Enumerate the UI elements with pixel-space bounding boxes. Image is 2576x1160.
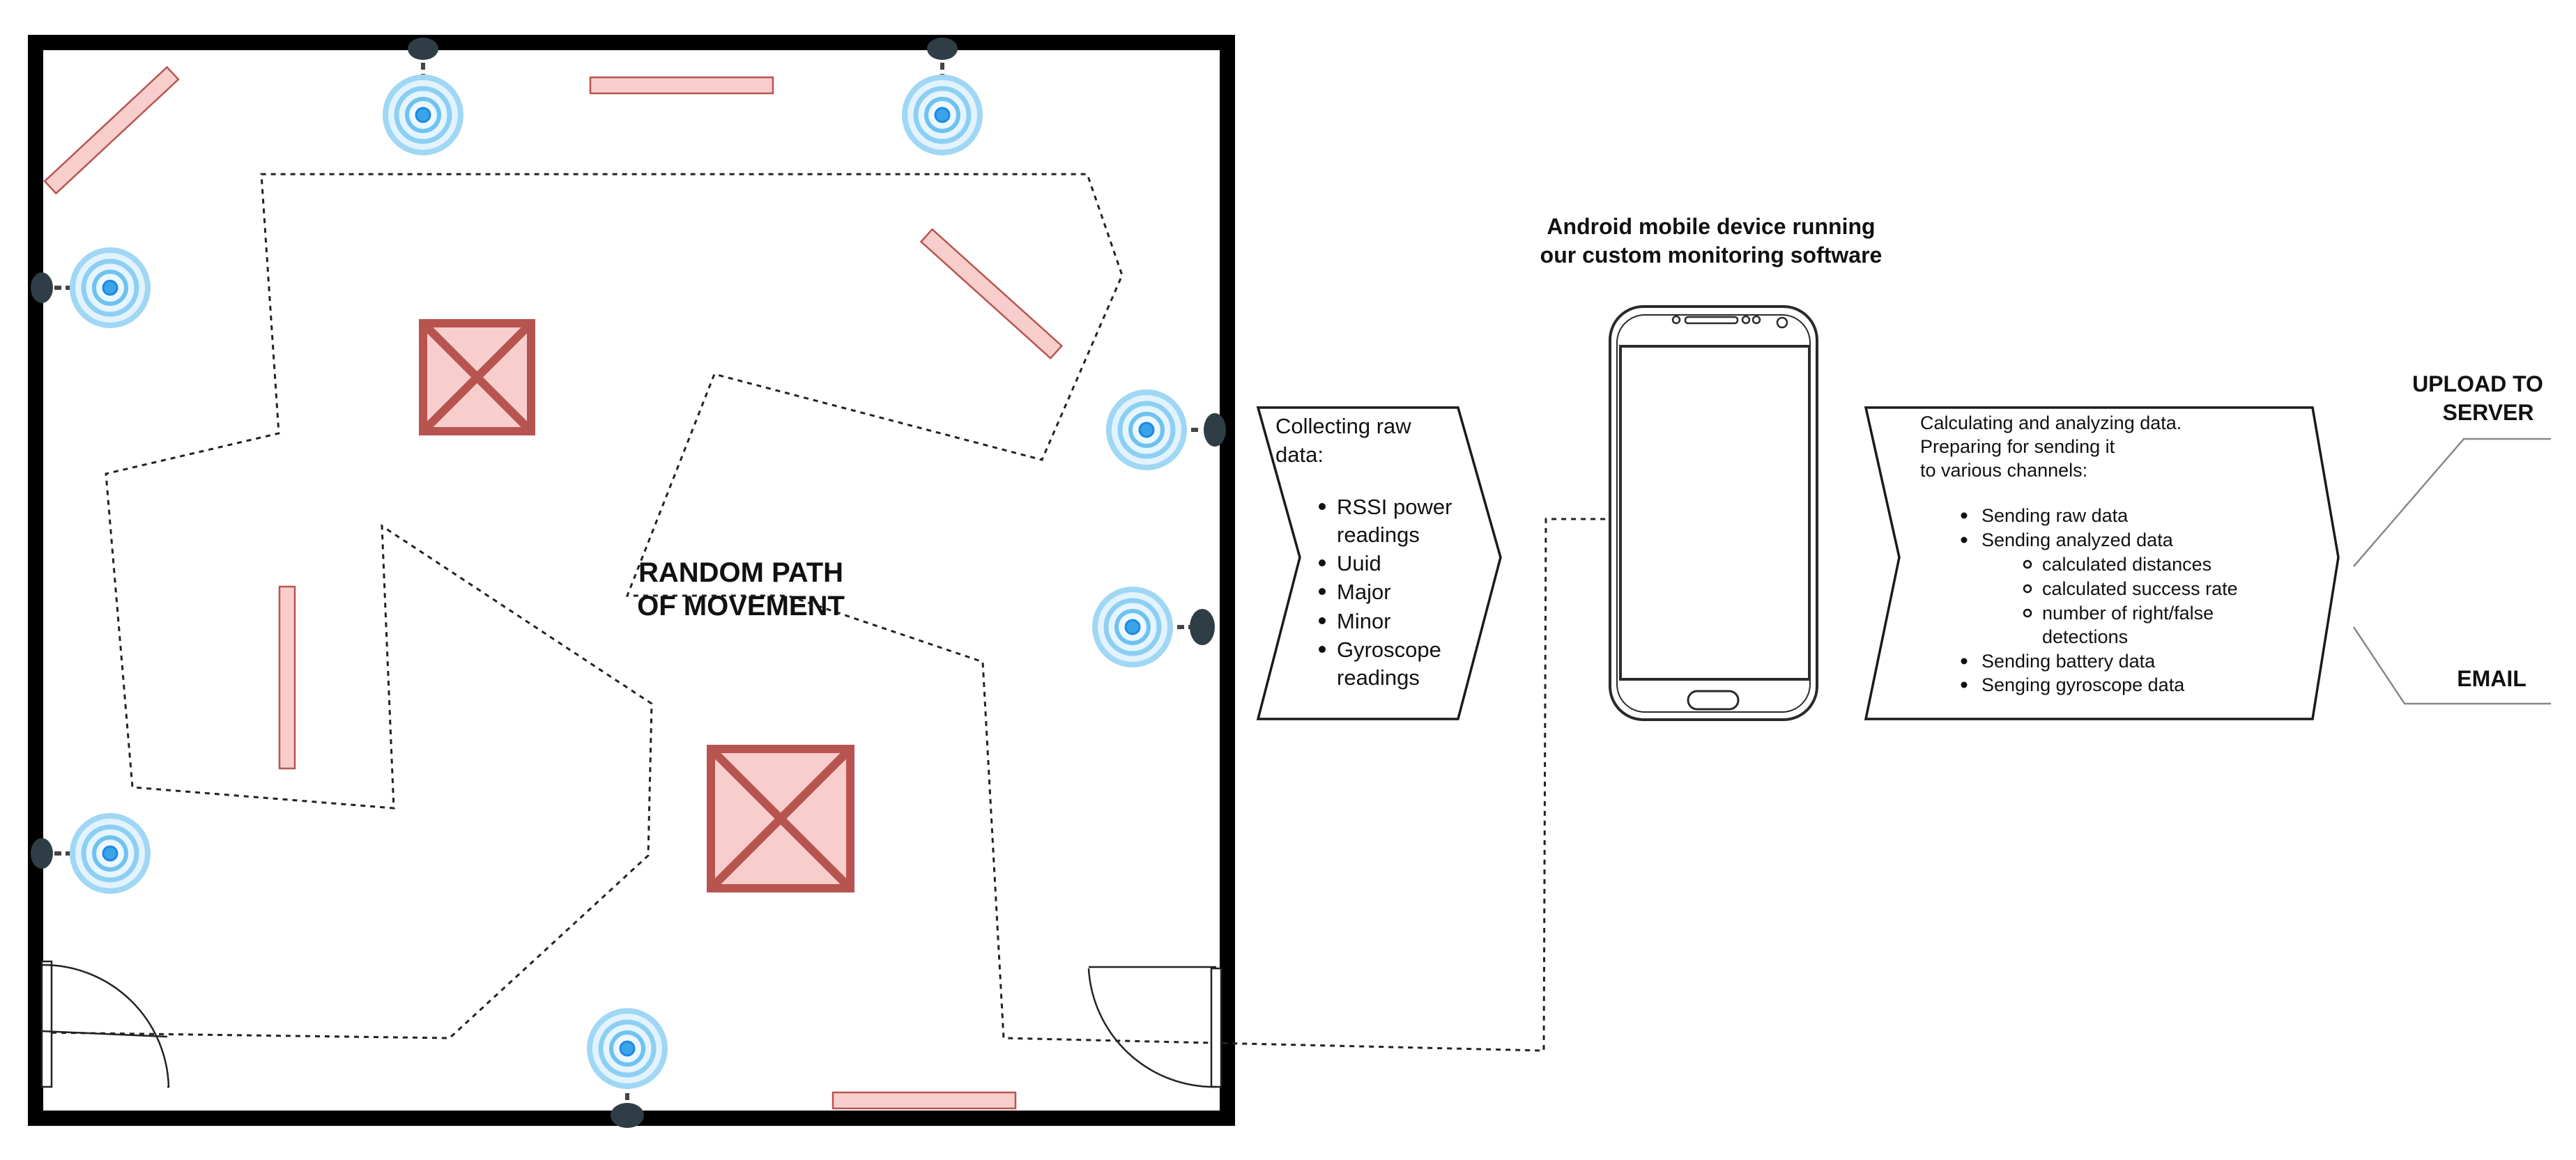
wall-bar-right-diagonal	[919, 228, 1064, 360]
obstacle-box-icon	[707, 745, 854, 892]
upload-label-line2: SERVER	[2442, 400, 2533, 425]
wall-bar-top	[589, 76, 774, 95]
ble-beacon-icon	[1095, 589, 1215, 665]
room-wall	[28, 35, 1235, 1126]
collect-raw-data-box: Collecting raw data: RSSI power readings…	[1256, 406, 1502, 720]
email-connector	[2352, 626, 2551, 705]
bullet-icon	[1319, 588, 1326, 595]
obstacle-box-icon	[419, 319, 535, 435]
room-floorplan: RANDOM PATH OF MOVEMENT	[28, 35, 1610, 1128]
ble-beacon-icon	[905, 38, 980, 153]
bullet-icon	[1961, 658, 1968, 665]
room-label-line2: OF MOVEMENT	[637, 591, 845, 621]
analyze-heading: Calculating and analyzing data.	[1920, 412, 2182, 433]
collect-item-continuation: readings	[1337, 523, 1420, 547]
output-channels: UPLOAD TO SERVER EMAIL	[2352, 371, 2551, 705]
wall-bar-left-vertical	[278, 585, 296, 770]
sub-bullet-icon	[2023, 608, 2032, 618]
ble-beacon-icon	[1109, 392, 1226, 467]
bullet-icon	[1319, 617, 1326, 624]
bullet-icon	[1961, 512, 1968, 519]
analyze-item: Senging gyroscope data	[1981, 674, 2185, 695]
ble-beacon-icon	[31, 250, 148, 325]
bullet-icon	[1961, 536, 1968, 543]
collect-box-list: RSSI power readings Uuid Major Minor Gyr…	[1319, 495, 1452, 690]
analyze-heading: to various channels:	[1920, 460, 2087, 481]
collect-box-heading-line2: data:	[1275, 442, 1324, 467]
ble-beacon-icon	[31, 816, 148, 891]
collect-item: RSSI power	[1337, 495, 1452, 519]
device-title-line2: our custom monitoring software	[1540, 242, 1883, 268]
collect-box-heading-line1: Collecting raw	[1275, 414, 1411, 438]
upload-label-line1: UPLOAD TO	[2412, 371, 2543, 396]
analyze-subitem-continuation: detections	[2042, 626, 2128, 647]
analyze-item: Sending raw data	[1981, 505, 2129, 526]
bullet-icon	[1319, 503, 1326, 510]
collect-item: Minor	[1337, 609, 1391, 633]
analyze-heading: Preparing for sending it	[1920, 436, 2115, 457]
email-label: EMAIL	[2457, 666, 2527, 691]
collect-item: Gyroscope	[1337, 637, 1441, 662]
ble-beacon-icon	[590, 1011, 665, 1128]
bullet-icon	[1319, 646, 1326, 653]
android-phone-icon	[1609, 305, 1818, 721]
analyze-item: Sending battery data	[1981, 651, 2156, 672]
analyze-subitem: calculated distances	[2042, 554, 2211, 575]
wall-bar-top-left	[43, 65, 180, 195]
bullet-icon	[1319, 559, 1326, 566]
ble-beacon-icon	[385, 38, 461, 153]
bullet-icon	[1961, 681, 1968, 688]
door-icon	[1087, 966, 1222, 1088]
analyze-data-box: Calculating and analyzing data. Preparin…	[1864, 406, 2340, 720]
collect-item: Major	[1337, 580, 1391, 604]
analyze-subitem: number of right/false	[2042, 603, 2214, 624]
analyze-subitem: calculated success rate	[2042, 578, 2238, 599]
analyze-list: Sending raw data Sending analyzed data c…	[1961, 505, 2238, 695]
device-title-line1: Android mobile device running	[1547, 214, 1875, 239]
door-icon	[40, 960, 170, 1088]
upload-connector	[2353, 438, 2551, 567]
sub-bullet-icon	[2023, 584, 2032, 594]
sub-bullet-icon	[2023, 559, 2032, 569]
room-label-line1: RANDOM PATH	[638, 557, 843, 588]
collect-item: Uuid	[1337, 551, 1381, 575]
wall-bar-bottom	[831, 1091, 1017, 1110]
collect-item-continuation: readings	[1337, 665, 1420, 690]
random-path-line	[41, 173, 1610, 1052]
analyze-item: Sending analyzed data	[1981, 529, 2174, 550]
